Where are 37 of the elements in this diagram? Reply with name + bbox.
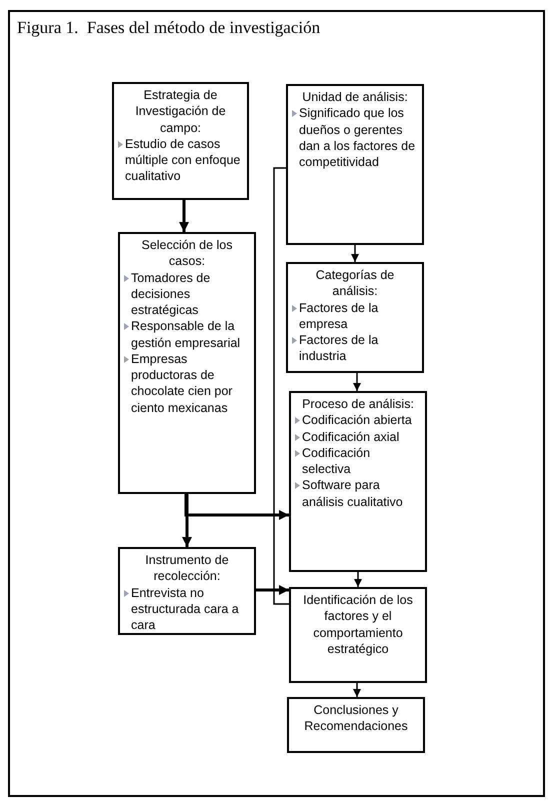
box-heading: Selección de los casos:	[140, 237, 234, 270]
box-heading: Estrategia de Investigación de campo:	[134, 87, 227, 136]
bullet-item: Factores de la empresa	[299, 300, 380, 332]
figure-title: Figura 1. Fases del método de investigación	[17, 17, 320, 39]
box-heading: Identificación de los factores y el comportamiento estratégico	[302, 592, 414, 657]
bullet-item: Codificación abierta	[302, 412, 412, 428]
process-box	[287, 697, 425, 753]
bullet-item: Significado que los dueños o gerentes dan a los factores de competitividad	[299, 105, 416, 170]
bullet-item: Software para análisis cualitativo	[302, 477, 404, 510]
bullet-item: Entrevista no estructurada cara a cara	[131, 584, 240, 634]
process-box	[286, 262, 424, 373]
bullet-item: Empresas productoras de chocolate cien por ciento mexicanas	[131, 350, 234, 416]
box-heading: Unidad de análisis:	[301, 89, 409, 106]
bullet-item: Estudio de casos múltiple con enfoque cualitativo	[125, 136, 242, 184]
bullet-item: Responsable de la gestión empresarial	[131, 318, 242, 351]
arrow	[354, 572, 362, 587]
bullet-item: Factores de la industria	[299, 332, 380, 364]
bullet-item: Codificación selectiva	[302, 444, 372, 478]
arrow	[353, 683, 361, 697]
process-box	[118, 232, 256, 494]
box-heading: Categorías de análisis:	[314, 267, 396, 300]
arrow	[182, 494, 192, 547]
arrow	[256, 585, 289, 595]
process-box	[289, 587, 427, 683]
arrow	[353, 373, 361, 391]
bullet-item: Codificación axial	[302, 428, 400, 445]
process-box	[289, 391, 427, 572]
arrow	[179, 200, 189, 232]
process-box	[286, 84, 424, 245]
box-heading: Conclusiones y Recomendaciones	[303, 702, 409, 734]
bullet-item: Tomadores de decisiones estratégicas	[131, 270, 212, 318]
box-heading: Instrumento de recolección:	[144, 552, 230, 584]
process-box	[112, 82, 249, 200]
box-heading: Proceso de análisis:	[301, 396, 415, 412]
process-box	[118, 547, 256, 635]
arrow	[351, 245, 359, 262]
arrow	[184, 494, 289, 520]
